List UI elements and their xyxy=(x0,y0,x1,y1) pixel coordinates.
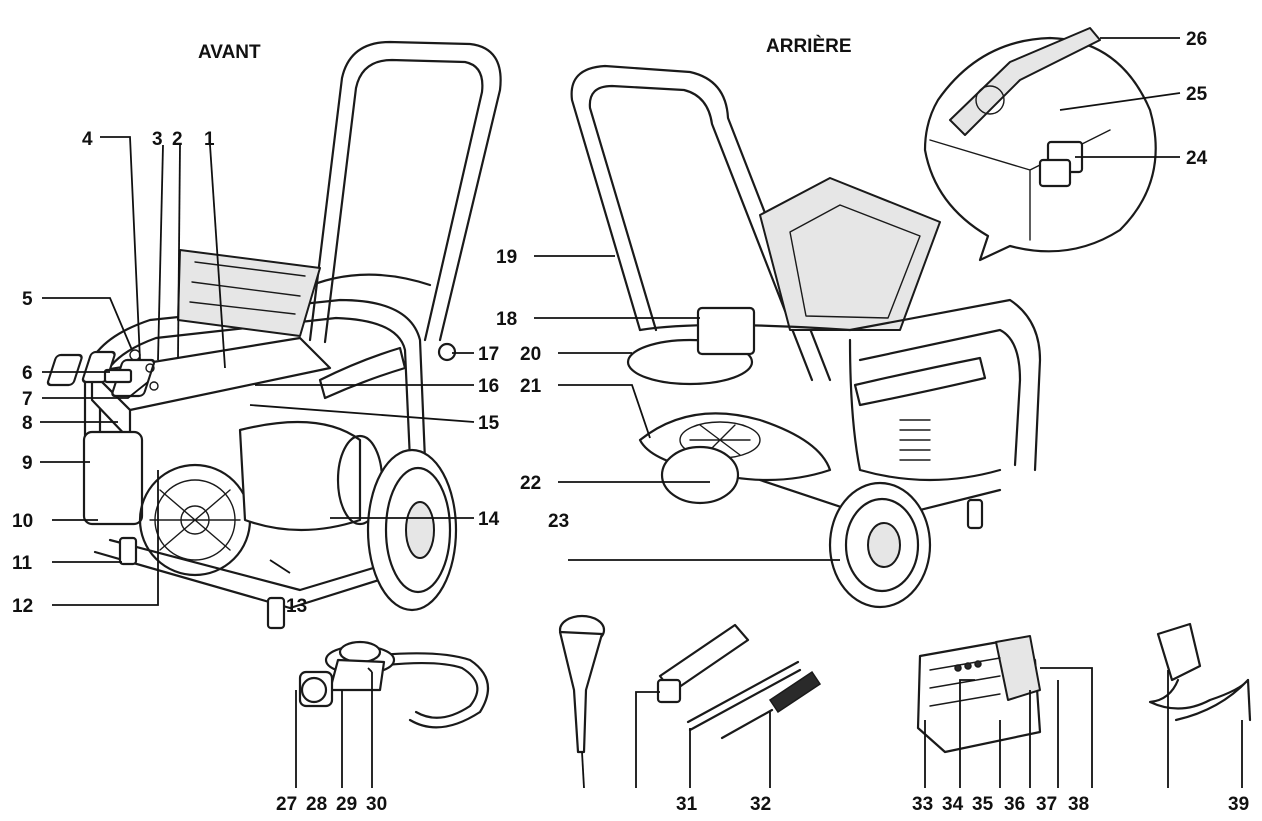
callout-26: 26 xyxy=(1186,29,1207,50)
battery-charger-icon xyxy=(1148,622,1252,722)
callout-18: 18 xyxy=(496,309,517,330)
callout-8: 8 xyxy=(22,413,33,434)
callout-13: 13 xyxy=(286,596,307,617)
screwdriver-icon xyxy=(720,670,822,740)
callout-11: 11 xyxy=(12,553,33,574)
callout-2: 2 xyxy=(172,129,183,150)
callout-5: 5 xyxy=(22,289,33,310)
battery-compartment-inset xyxy=(923,27,1157,262)
callout-3: 3 xyxy=(152,129,163,150)
callout-30: 30 xyxy=(366,794,387,815)
callout-20: 20 xyxy=(520,344,541,365)
callout-29: 29 xyxy=(336,794,357,815)
callout-9: 9 xyxy=(22,453,33,474)
callout-34: 34 xyxy=(942,794,964,815)
callout-12: 12 xyxy=(12,596,33,617)
callout-15: 15 xyxy=(478,413,500,434)
callout-37: 37 xyxy=(1036,794,1057,815)
callout-33: 33 xyxy=(912,794,933,815)
callout-31: 31 xyxy=(676,794,698,815)
callout-21: 21 xyxy=(520,376,542,397)
callout-28: 28 xyxy=(306,794,327,815)
callout-32: 32 xyxy=(750,794,771,815)
gas-regulator-hose-icon xyxy=(298,640,490,729)
callout-22: 22 xyxy=(520,473,541,494)
callout-labels: 1 2 3 4 5 6 7 8 9 10 11 12 13 14 15 16 1… xyxy=(12,29,1249,815)
callout-36: 36 xyxy=(1004,794,1025,815)
generator-rear-drawing xyxy=(570,64,1042,609)
callout-38: 38 xyxy=(1068,794,1089,815)
callout-25: 25 xyxy=(1186,84,1208,105)
generator-front-drawing xyxy=(46,40,502,630)
callout-16: 16 xyxy=(478,376,499,397)
battery-pack-icon xyxy=(916,635,1042,754)
callout-39: 39 xyxy=(1228,794,1249,815)
leader-lines xyxy=(40,37,1243,789)
callout-19: 19 xyxy=(496,247,517,268)
spark-plug-wrench-icon xyxy=(656,623,802,732)
callout-14: 14 xyxy=(478,509,500,530)
callout-10: 10 xyxy=(12,511,33,532)
rear-view-title: ARRIÈRE xyxy=(766,35,852,57)
front-view-title: AVANT xyxy=(198,42,261,63)
oil-funnel-icon xyxy=(558,614,606,754)
callout-17: 17 xyxy=(478,344,499,365)
callout-6: 6 xyxy=(22,363,33,384)
callout-27: 27 xyxy=(276,794,297,815)
callout-23: 23 xyxy=(548,511,569,532)
callout-7: 7 xyxy=(22,389,33,410)
callout-1: 1 xyxy=(204,129,215,150)
callout-24: 24 xyxy=(1186,148,1208,169)
callout-4: 4 xyxy=(82,129,93,150)
callout-35: 35 xyxy=(972,794,994,815)
